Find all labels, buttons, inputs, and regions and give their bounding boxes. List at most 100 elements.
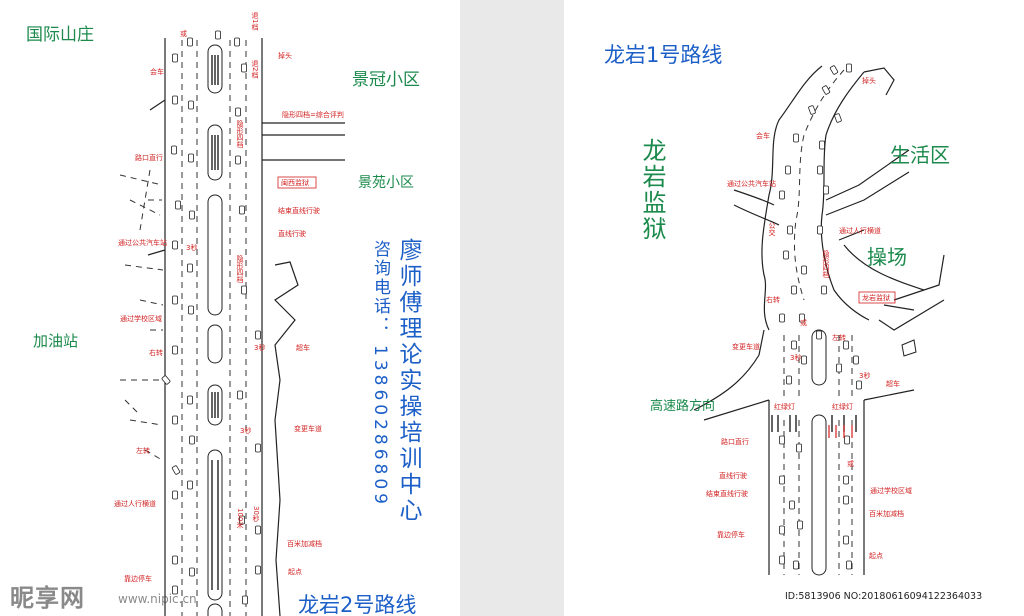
car-icon xyxy=(187,263,193,273)
label-huiche: 会车 xyxy=(150,67,164,76)
car-icon xyxy=(779,555,785,565)
watermark-id: ID:5813906 NO:20180616094122364033 xyxy=(782,590,986,603)
road-edge xyxy=(768,400,865,575)
watermark-url: www.nipic.cn xyxy=(118,592,197,606)
label-3s-b: 3秒 xyxy=(859,371,870,380)
label-kaobian: 靠边停车 xyxy=(124,574,152,583)
label-chaoche: 超车 xyxy=(296,343,310,352)
car-icon xyxy=(796,443,802,453)
label-30s: 30秒 xyxy=(252,506,260,523)
side-road xyxy=(733,189,780,226)
watermark-logo: 昵享网 xyxy=(10,584,85,612)
label-100m: 100米 xyxy=(236,508,244,530)
car-icon xyxy=(171,145,177,155)
label-xuexiao: 通过学校区域 xyxy=(870,486,912,495)
label-biangeng: 变更车道 xyxy=(732,342,760,351)
car-icon xyxy=(172,240,178,250)
car-icon xyxy=(793,560,799,570)
car-icon xyxy=(161,375,171,385)
label-zhixian: 直线行驶 xyxy=(719,471,747,480)
label-qidian: 起点 xyxy=(869,552,883,560)
car-icon xyxy=(797,520,803,530)
car-icon xyxy=(172,53,178,63)
car-icon xyxy=(823,185,829,195)
car-icon xyxy=(789,500,795,510)
label-gongjiao: 公交 xyxy=(768,222,776,237)
car-icon xyxy=(801,265,807,275)
label-zuozhuan: 左转 xyxy=(832,333,846,342)
island-hatching xyxy=(211,55,219,590)
car-icon xyxy=(189,567,195,577)
label-lukou: 路口直行 xyxy=(721,437,749,446)
side-road xyxy=(838,229,925,291)
label-huiche: 会车 xyxy=(756,131,770,140)
booth xyxy=(901,339,917,357)
label-youzhuan: 右转 xyxy=(149,348,163,357)
road-edge xyxy=(761,65,823,331)
median-island xyxy=(207,603,223,616)
label-3s-b: 3秒 xyxy=(254,343,265,352)
label-diaotou: 掉头 xyxy=(278,51,292,60)
label-biangeng: 变更车道 xyxy=(294,424,322,433)
route-1-road-drawing: 龙岩1号路线 龙岩监狱 生活区 操场 高速路方向 掉头 会车 通过公共汽车站 通… xyxy=(604,43,950,576)
car-icon xyxy=(255,330,261,340)
car-icon xyxy=(237,390,243,400)
median-island xyxy=(207,324,223,364)
car-icon xyxy=(172,555,178,565)
label-yinxing-ping: 隐形四档=综合评判 xyxy=(282,110,344,119)
car-icon xyxy=(172,415,178,425)
car-icon xyxy=(856,380,862,390)
car-icon xyxy=(843,535,849,545)
label-zuozhuan: 左转 xyxy=(136,446,150,455)
label-huo1: 或 xyxy=(800,318,807,327)
car-icon xyxy=(793,133,799,143)
car-icon xyxy=(843,495,849,505)
label-huo2: 或 xyxy=(847,459,854,468)
car-icon xyxy=(853,355,859,365)
label-lukou: 路口直行 xyxy=(135,153,163,162)
car-icon xyxy=(255,525,261,535)
car-icon xyxy=(188,153,194,163)
car-icon xyxy=(829,65,839,75)
car-icon xyxy=(779,313,785,323)
car-icon xyxy=(846,560,852,570)
route-1-map: 龙岩1号路线 龙岩监狱 生活区 操场 高速路方向 掉头 会车 通过公共汽车站 通… xyxy=(564,0,1024,616)
place-label-shenghuo: 生活区 xyxy=(890,143,950,167)
car-icon xyxy=(187,480,193,490)
car-icon xyxy=(235,155,241,165)
car-icon xyxy=(175,200,181,210)
label-hld2: 红绿灯 xyxy=(832,402,853,411)
car-icon xyxy=(819,140,825,150)
phone-label: 咨询电话： xyxy=(370,240,391,335)
place-label-caochang: 操场 xyxy=(867,245,907,269)
label-3s-a: 3秒 xyxy=(186,243,197,252)
car-icon xyxy=(786,375,792,385)
car-icon xyxy=(779,475,785,485)
side-road xyxy=(147,99,166,256)
car-icon xyxy=(241,63,247,73)
road-edge xyxy=(878,299,945,331)
car-icon xyxy=(817,165,823,175)
car-icon xyxy=(172,490,178,500)
lane-line xyxy=(793,69,845,301)
label-zhixian: 直线行驶 xyxy=(278,229,306,238)
car-icon xyxy=(821,285,827,295)
label-tui1: 退1档 xyxy=(251,11,259,31)
car-icon xyxy=(843,475,849,485)
label-hld1: 红绿灯 xyxy=(774,402,795,411)
side-road xyxy=(883,254,945,311)
road-edge xyxy=(693,329,765,411)
place-label-jiayou: 加油站 xyxy=(33,332,78,350)
car-icon xyxy=(816,330,822,340)
label-minxi: 闽西监狱 xyxy=(281,178,309,187)
label-yinxing2: 隐形四档 xyxy=(236,254,244,284)
label-baimi: 百米加减档 xyxy=(287,539,322,548)
car-icon xyxy=(234,37,240,47)
label-jieshu: 结束直线行驶 xyxy=(706,489,748,498)
prison-label-box xyxy=(277,176,317,189)
label-kaobian: 靠边停车 xyxy=(717,530,745,539)
car-icon xyxy=(172,585,178,595)
car-icon xyxy=(255,443,261,453)
label-gonggong: 通过公共汽车站 xyxy=(727,179,776,188)
car-icon xyxy=(172,295,178,305)
